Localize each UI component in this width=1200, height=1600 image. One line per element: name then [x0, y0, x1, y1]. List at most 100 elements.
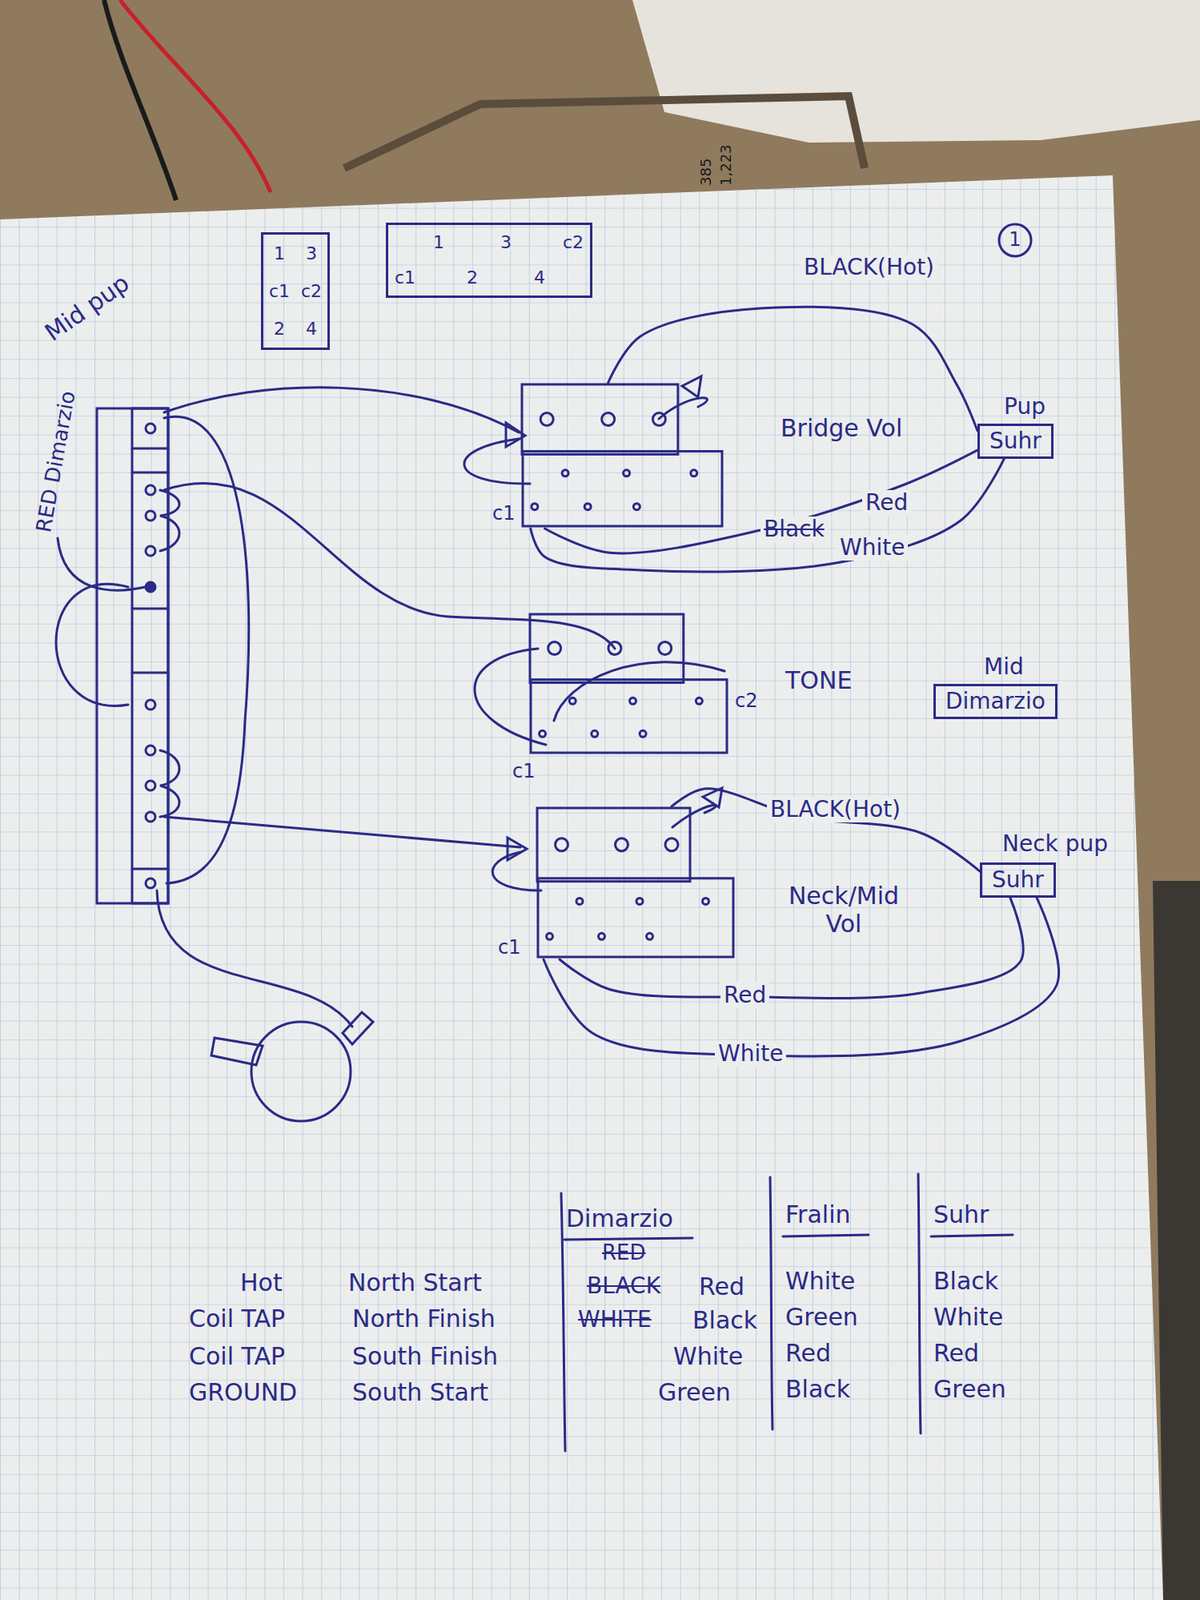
pot-lug	[652, 413, 666, 426]
switch-lug	[630, 697, 637, 704]
lug-label: c1	[492, 502, 515, 526]
wire	[545, 449, 978, 554]
output-jack	[251, 1021, 351, 1121]
pot-label: TONE	[785, 666, 852, 695]
table-header: Suhr	[933, 1200, 989, 1229]
wire	[474, 648, 546, 745]
pot-lug	[658, 642, 672, 655]
switch-lug	[145, 745, 156, 755]
black-wire	[104, 0, 177, 201]
wire	[492, 851, 542, 891]
jumper	[160, 750, 180, 817]
switch-lug	[546, 932, 554, 940]
pin-number: 1	[421, 232, 456, 253]
red-wire	[120, 0, 271, 193]
pickup-brand: Suhr	[991, 866, 1044, 893]
wire-color: BLACK(Hot)	[800, 254, 938, 281]
switch-lug	[633, 503, 640, 510]
switch-lug	[695, 697, 703, 704]
wire	[464, 438, 530, 484]
switch-lug	[576, 897, 583, 904]
switch-lug	[646, 932, 654, 940]
ground-arrow	[507, 837, 527, 860]
table-header: Dimarzio	[565, 1204, 674, 1233]
table-cell: Black	[785, 1375, 851, 1404]
table-cell: South Finish	[352, 1342, 498, 1371]
pin-map: 13c1c224	[260, 232, 330, 350]
switch-lug	[145, 545, 156, 556]
pin-number: 2	[455, 267, 490, 288]
lug-label: c2	[734, 690, 758, 713]
pin-number: 4	[295, 318, 328, 339]
wire	[559, 897, 1024, 998]
pin-number: 2	[263, 318, 296, 339]
pot-label: Neck/Mid Vol	[767, 882, 920, 938]
pickup: MidDimarzio	[933, 683, 1058, 719]
switch-lug	[145, 581, 156, 592]
paper-grid	[0, 175, 1164, 1600]
dark-surface	[1152, 880, 1200, 1600]
table-cell: Hot	[240, 1268, 283, 1297]
switch-lug	[145, 878, 156, 888]
switch-lug	[531, 503, 538, 510]
pot-drawing	[521, 384, 723, 526]
table-cell: Green	[658, 1378, 731, 1407]
pot-shaft-body	[521, 384, 679, 454]
switch-dividers	[132, 448, 169, 869]
lug-label: c1	[512, 760, 535, 783]
pin-number: c1	[263, 280, 296, 302]
wire-color: White	[714, 1040, 787, 1067]
pickup-position: Pup	[1003, 393, 1046, 420]
pin-number: 4	[522, 267, 557, 288]
pin-number: c2	[295, 280, 328, 302]
table-cell: RED	[602, 1240, 647, 1265]
pot-shaft-body	[529, 614, 684, 683]
table-cell: WHITE	[577, 1306, 652, 1333]
table-cell: South Start	[352, 1378, 489, 1407]
switch-lug	[145, 510, 156, 521]
table-cell: Black	[692, 1306, 758, 1335]
table-cell: White	[785, 1267, 855, 1296]
table-cell: Black	[933, 1267, 999, 1296]
jumper	[160, 489, 180, 551]
lug-label: c1	[497, 936, 521, 960]
pot-lug	[540, 413, 554, 426]
box-print: 385	[698, 158, 715, 186]
pot-drawing	[537, 807, 734, 957]
ink-drawing	[56, 224, 1032, 1451]
table-cell: Red	[933, 1339, 980, 1368]
pin-map: 13c2c124	[385, 222, 593, 298]
ground-arrow	[682, 376, 702, 398]
table-cell: White	[933, 1303, 1004, 1332]
pickup: PupSuhr	[977, 423, 1054, 459]
switch-lug	[145, 780, 156, 791]
table-cell: North Start	[348, 1268, 482, 1297]
table-cell: BLACK	[586, 1272, 661, 1299]
wire	[56, 583, 129, 706]
pickup-brand: Dimarzio	[945, 688, 1046, 715]
switch-body	[96, 408, 169, 904]
table-cell: Red	[698, 1272, 745, 1301]
pot-lug	[665, 838, 679, 851]
pickup-brand: Suhr	[989, 428, 1042, 454]
switch-lug	[561, 469, 569, 477]
wire	[543, 897, 1060, 1056]
table-header: Fralin	[785, 1200, 851, 1229]
table-cell: Green	[785, 1303, 859, 1332]
pickup-position: Mid	[983, 654, 1024, 680]
jack-tab	[342, 1011, 374, 1044]
wire-note: RED Dimarzio	[32, 389, 81, 534]
table-cell: Red	[785, 1339, 831, 1368]
header-underline	[564, 1234, 1013, 1240]
switch-lug	[145, 811, 156, 822]
pickup-position: Neck pup	[1002, 830, 1108, 857]
pin-number: 1	[263, 243, 296, 264]
switch-lug	[623, 469, 631, 477]
switch-lug	[539, 730, 546, 737]
wire	[553, 662, 725, 721]
table-cell: North Finish	[352, 1304, 496, 1333]
switch-lug	[591, 730, 598, 737]
graph-paper	[0, 175, 1164, 1600]
